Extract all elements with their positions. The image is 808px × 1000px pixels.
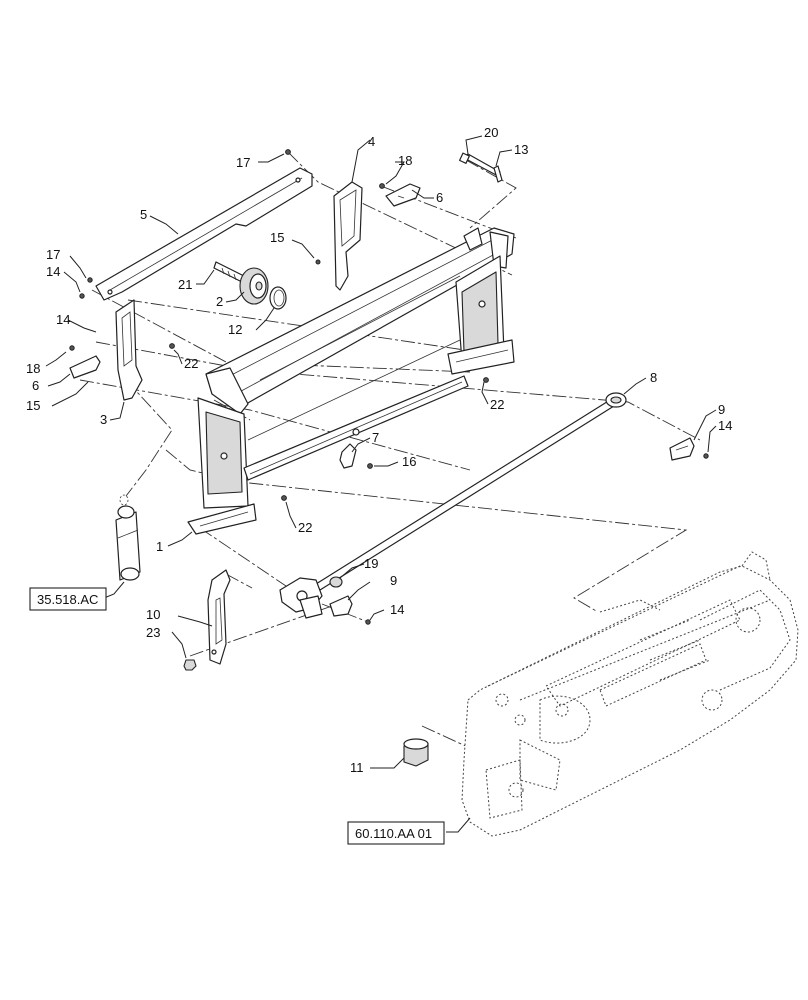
callout-4: 4 bbox=[368, 134, 375, 149]
callout-22: 22 bbox=[298, 520, 312, 535]
callout-6: 6 bbox=[32, 378, 39, 393]
part-9-clip-lower bbox=[329, 595, 353, 617]
ref-box-boom[interactable]: 60.110.AA 01 bbox=[347, 821, 445, 845]
fasteners bbox=[69, 149, 709, 625]
callout-13: 13 bbox=[514, 142, 528, 157]
callout-21: 21 bbox=[178, 277, 192, 292]
part-20-bolt bbox=[458, 152, 501, 177]
part-21-stud bbox=[213, 261, 245, 283]
callout-14: 14 bbox=[46, 264, 60, 279]
ref-boom-text: 60.110.AA 01 bbox=[355, 826, 432, 841]
part-2-roller bbox=[239, 267, 269, 305]
callout-14: 14 bbox=[56, 312, 70, 327]
callout-8: 8 bbox=[650, 370, 657, 385]
lock-lever-assembly bbox=[279, 577, 323, 619]
callout-12: 12 bbox=[228, 322, 242, 337]
part-7-hook bbox=[339, 443, 357, 469]
part-12-snap-ring bbox=[269, 286, 287, 310]
boom-ghost bbox=[461, 551, 799, 837]
callout-22: 22 bbox=[184, 356, 198, 371]
leader-lines bbox=[45, 135, 717, 833]
callout-7: 7 bbox=[372, 430, 379, 445]
callout-14: 14 bbox=[718, 418, 732, 433]
callout-9: 9 bbox=[718, 402, 725, 417]
callout-10: 10 bbox=[146, 607, 160, 622]
callout-6: 6 bbox=[436, 190, 443, 205]
callout-15: 15 bbox=[270, 230, 284, 245]
part-9-clip-right bbox=[669, 437, 695, 461]
callout-9: 9 bbox=[390, 573, 397, 588]
part-19-nut bbox=[329, 576, 343, 588]
part-11-bump-stop bbox=[403, 738, 429, 767]
part-1-coupler-frame bbox=[187, 227, 515, 535]
part-13-pin bbox=[493, 165, 503, 183]
callout-18: 18 bbox=[398, 153, 412, 168]
callout-numbers: 17 4 18 20 13 6 5 15 17 14 21 2 12 14 18… bbox=[26, 125, 732, 775]
part-4-vertical-plate bbox=[333, 181, 363, 291]
callout-15: 15 bbox=[26, 398, 40, 413]
part-6-bracket-left bbox=[69, 355, 101, 379]
callout-20: 20 bbox=[484, 125, 498, 140]
ref-box-cylinder[interactable]: 35.518.AC bbox=[29, 587, 107, 611]
ref-cylinder-text: 35.518.AC bbox=[37, 592, 98, 607]
part-6-bracket-top bbox=[385, 183, 421, 207]
callout-16: 16 bbox=[402, 454, 416, 469]
callout-23: 23 bbox=[146, 625, 160, 640]
callout-5: 5 bbox=[140, 207, 147, 222]
callout-18: 18 bbox=[26, 361, 40, 376]
part-23-nut bbox=[183, 659, 197, 671]
callout-2: 2 bbox=[216, 294, 223, 309]
callout-17: 17 bbox=[46, 247, 60, 262]
callout-19: 19 bbox=[364, 556, 378, 571]
part-10-lever-plate bbox=[207, 569, 231, 665]
callout-22: 22 bbox=[490, 397, 504, 412]
callout-14: 14 bbox=[390, 602, 404, 617]
part-3-left-plate bbox=[115, 299, 143, 401]
callout-11: 11 bbox=[350, 760, 364, 775]
hydraulic-cylinder bbox=[115, 494, 141, 581]
callout-3: 3 bbox=[100, 412, 107, 427]
callout-17: 17 bbox=[236, 155, 250, 170]
callout-1: 1 bbox=[156, 539, 163, 554]
part-5-bracket-plate bbox=[95, 167, 313, 301]
